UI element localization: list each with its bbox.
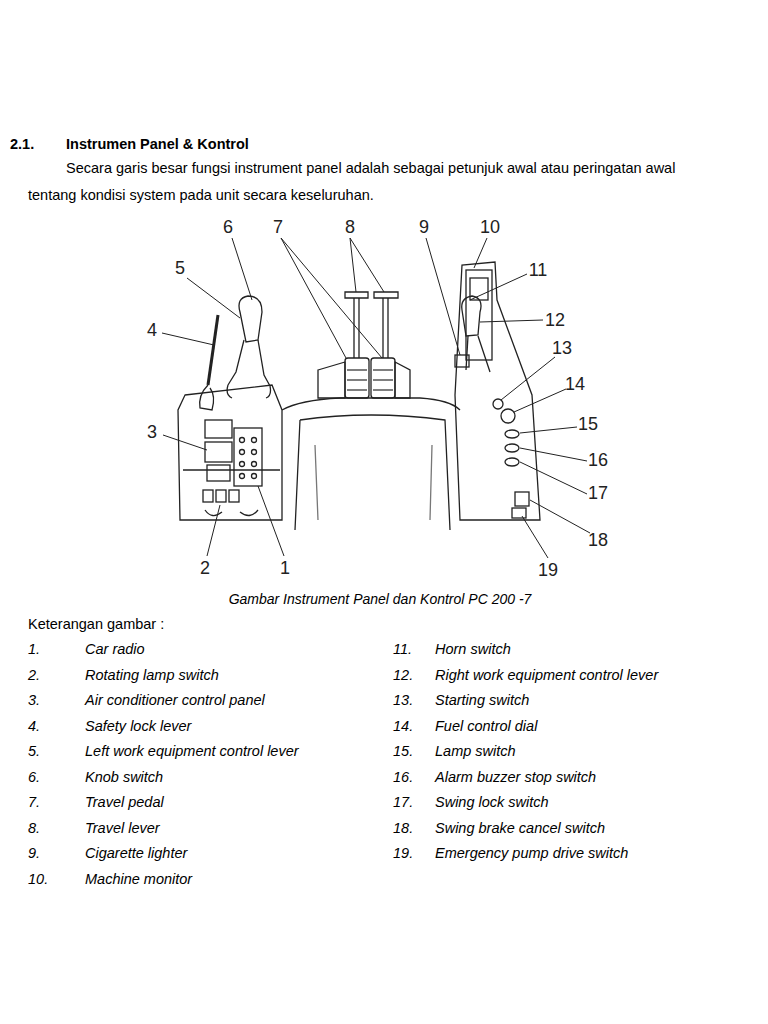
- callout-number: 8: [345, 217, 355, 238]
- list-number: 1.: [28, 641, 40, 657]
- list-number: 11.: [393, 641, 412, 657]
- list-number: 16.: [393, 769, 413, 785]
- callout-number: 13: [552, 338, 572, 359]
- list-number: 18.: [393, 820, 413, 836]
- list-text: Knob switch: [85, 769, 163, 785]
- list-number: 13.: [393, 692, 413, 708]
- list-number: 19.: [393, 845, 413, 861]
- list-number: 17.: [393, 794, 413, 810]
- leader-lines: [162, 238, 590, 558]
- callout-number: 16: [588, 450, 608, 471]
- list-text: Starting switch: [435, 692, 529, 708]
- list-number: 14.: [393, 718, 413, 734]
- callout-number: 18: [588, 530, 608, 551]
- callout-number: 17: [588, 483, 608, 504]
- list-text: Travel pedal: [85, 794, 164, 810]
- list-number: 6.: [28, 769, 40, 785]
- list-text: Air conditioner control panel: [85, 692, 265, 708]
- list-heading: Keterangan gambar :: [28, 616, 164, 632]
- seat-outline: [282, 398, 460, 410]
- callout-number: 4: [147, 320, 157, 341]
- list-text: Safety lock lever: [85, 718, 191, 734]
- swing-brake-switch: [515, 492, 529, 506]
- list-number: 8.: [28, 820, 40, 836]
- list-text: Rotating lamp switch: [85, 667, 219, 683]
- list-number: 2.: [28, 667, 40, 683]
- callout-number: 2: [200, 558, 210, 579]
- figure-caption: Gambar Instrument Panel dan Kontrol PC 2…: [229, 591, 532, 607]
- travel-pedal: [318, 362, 345, 398]
- list-number: 7.: [28, 794, 40, 810]
- callout-number: 7: [273, 217, 283, 238]
- list-number: 5.: [28, 743, 40, 759]
- section-title: Instrumen Panel & Kontrol: [66, 136, 249, 152]
- right-lever-grip: [462, 296, 481, 336]
- left-console: [178, 385, 282, 520]
- list-number: 12.: [393, 667, 413, 683]
- starting-switch: [493, 399, 503, 409]
- list-text: Right work equipment control lever: [435, 667, 658, 683]
- list-text: Swing brake cancel switch: [435, 820, 605, 836]
- right-console: [455, 262, 540, 520]
- car-radio: [234, 428, 262, 486]
- fuel-dial: [501, 409, 515, 423]
- callout-number: 11: [529, 260, 548, 281]
- lamp-switch: [505, 430, 519, 438]
- section-number: 2.1.: [10, 136, 34, 152]
- callout-number: 15: [578, 414, 598, 435]
- callout-number: 5: [175, 258, 185, 279]
- ac-panel: [205, 420, 232, 438]
- rotating-lamp-switch: [216, 490, 226, 502]
- list-text: Lamp switch: [435, 743, 516, 759]
- list-number: 9.: [28, 845, 40, 861]
- callout-number: 14: [565, 374, 585, 395]
- safety-lock-lever: [208, 315, 218, 385]
- left-lever-grip: [239, 296, 262, 342]
- cigarette-lighter: [455, 355, 469, 367]
- machine-monitor: [466, 270, 492, 360]
- callout-number: 6: [223, 217, 233, 238]
- list-text: Car radio: [85, 641, 145, 657]
- travel-lever: [345, 292, 368, 298]
- paragraph: Secara garis besar fungsi instrument pan…: [28, 155, 688, 209]
- list-text: Emergency pump drive switch: [435, 845, 628, 861]
- list-text: Left work equipment control lever: [85, 743, 299, 759]
- callout-number: 19: [538, 560, 558, 581]
- callout-number: 9: [419, 217, 429, 238]
- list-text: Horn switch: [435, 641, 511, 657]
- callout-number: 1: [280, 558, 290, 579]
- callout-number: 3: [147, 422, 157, 443]
- list-text: Alarm buzzer stop switch: [435, 769, 596, 785]
- list-text: Fuel control dial: [435, 718, 537, 734]
- list-text: Travel lever: [85, 820, 160, 836]
- callout-number: 10: [480, 217, 500, 238]
- list-number: 10.: [28, 871, 48, 887]
- list-text: Swing lock switch: [435, 794, 549, 810]
- list-number: 4.: [28, 718, 40, 734]
- list-text: Cigarette lighter: [85, 845, 187, 861]
- list-number: 3.: [28, 692, 40, 708]
- list-text: Machine monitor: [85, 871, 192, 887]
- callout-number: 12: [545, 310, 565, 331]
- list-number: 15.: [393, 743, 413, 759]
